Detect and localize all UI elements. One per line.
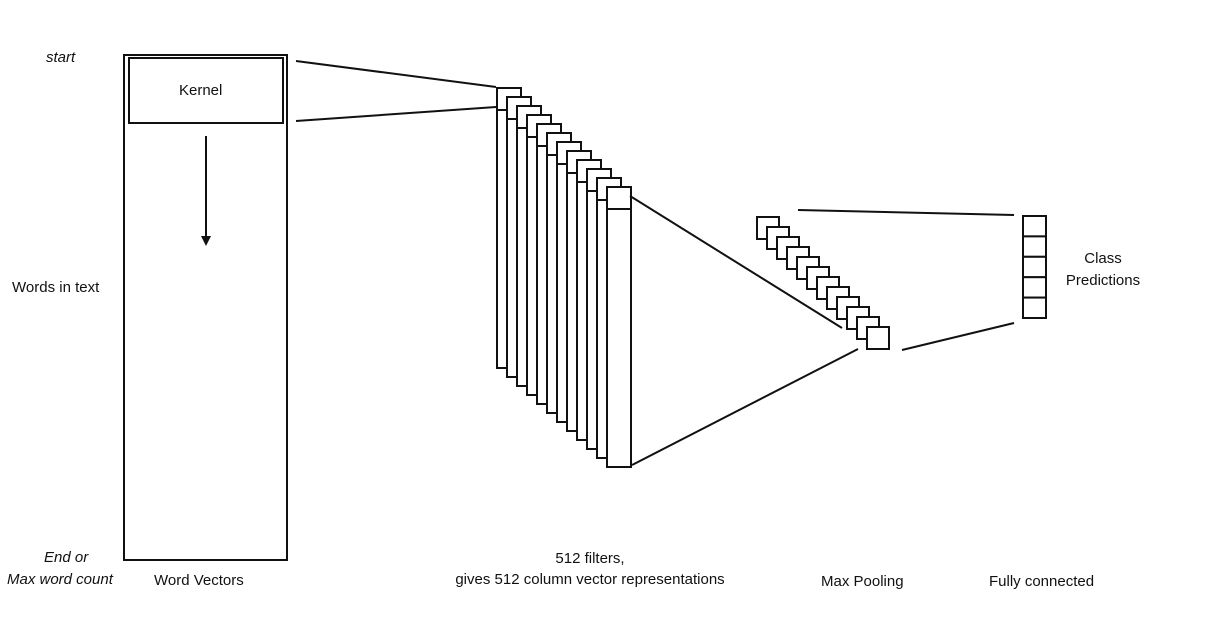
kernel-bottom-connector xyxy=(295,106,497,122)
filter-cap xyxy=(606,186,632,210)
word-vectors-label: Word Vectors xyxy=(154,572,244,589)
end-or-label: End or xyxy=(44,549,89,566)
kernel-top-connector xyxy=(295,60,497,88)
start-label: start xyxy=(46,49,76,66)
output-cell xyxy=(1022,296,1047,320)
predictions-label: Predictions xyxy=(1065,272,1141,289)
filters-bottom-connector xyxy=(631,348,859,466)
filters-count-label: 512 filters, xyxy=(555,550,625,567)
pool-bottom-connector xyxy=(901,322,1015,351)
filters-top-connector xyxy=(629,195,843,329)
down-arrow-icon xyxy=(201,136,211,246)
output-cell xyxy=(1022,235,1047,258)
max-word-count-label: Max word count xyxy=(7,571,113,588)
filters-description-label: gives 512 column vector representations xyxy=(455,571,725,588)
class-label: Class xyxy=(1084,250,1122,267)
max-pooling-label: Max Pooling xyxy=(821,573,904,590)
words-in-text-label: Words in text xyxy=(12,279,100,296)
kernel-label: Kernel xyxy=(179,82,223,99)
output-cell xyxy=(1022,276,1047,299)
pool-top-connector xyxy=(797,209,1015,216)
pool-square xyxy=(866,326,890,350)
output-cell xyxy=(1022,255,1047,279)
fully-connected-stack xyxy=(1022,215,1047,320)
fully-connected-label: Fully connected xyxy=(989,573,1095,590)
filter-stack xyxy=(496,87,632,468)
filter-rect xyxy=(606,196,632,468)
word-vectors-column xyxy=(123,54,288,561)
max-pooling-stack xyxy=(756,216,890,350)
output-cell xyxy=(1022,215,1047,238)
kernel-box xyxy=(128,57,284,124)
